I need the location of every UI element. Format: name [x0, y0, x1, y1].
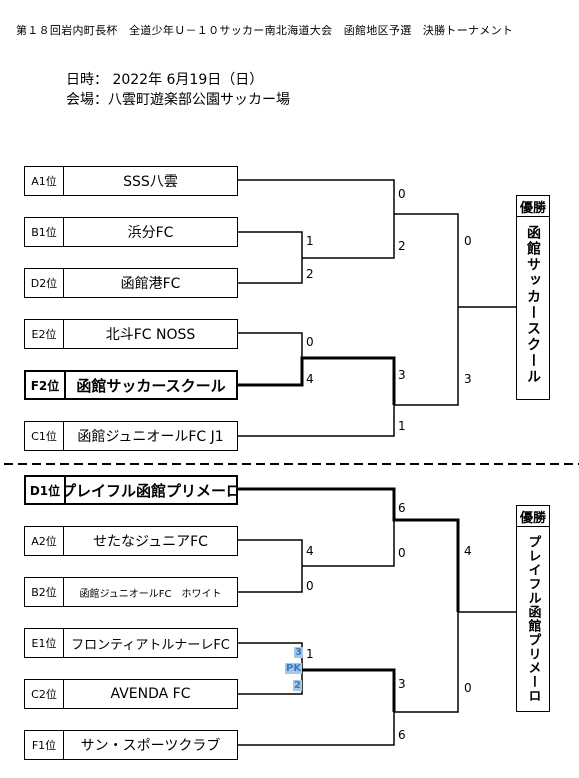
winner-path [238, 487, 460, 612]
bracket-line [238, 332, 303, 358]
team-rank: E1位 [25, 629, 64, 657]
team-rank: D1位 [26, 477, 66, 503]
match-score: 3 [398, 677, 406, 691]
match-score: 1 [398, 419, 406, 433]
bracket-line [238, 712, 395, 746]
match-score: 0 [464, 234, 472, 248]
match-score: 1 [306, 647, 314, 661]
team-rank: C2位 [25, 680, 64, 708]
match-score: 3 [398, 368, 406, 382]
team-rank: F1位 [25, 731, 64, 759]
team-slot: E1位 フロンティアトルナーレFC [24, 628, 238, 658]
team-name: せたなジュニアFC [93, 534, 208, 550]
match-score: 3 [464, 372, 472, 386]
bracket-line [238, 566, 303, 593]
bracket-line [238, 642, 303, 670]
bracket-line [394, 612, 459, 713]
bracket-line [238, 405, 395, 437]
bracket-line [238, 539, 303, 566]
bracket-line [302, 520, 395, 567]
match-score: 2 [306, 267, 314, 281]
match-score: 4 [306, 372, 314, 386]
match-score: 1 [306, 234, 314, 248]
match-score: 4 [306, 544, 314, 558]
tournament-title: 第１８回岩内町長杯 全道少年Ｕ－１０サッカー南北海道大会 函館地区予選 決勝トー… [16, 24, 514, 37]
bracket-line [394, 307, 459, 406]
bracket-line [238, 231, 303, 258]
bracket-line [238, 670, 303, 695]
match-score: 6 [398, 501, 406, 515]
match-score: 0 [398, 187, 406, 201]
match-score: 0 [306, 579, 314, 593]
team-rank: F2位 [26, 372, 66, 398]
team-name: 函館ジュニオールFC ホワイト [79, 588, 222, 600]
team-rank: D2位 [25, 269, 64, 297]
winner-path [302, 668, 396, 712]
team-slot: B2位 函館ジュニオールFC ホワイト [24, 577, 238, 607]
team-name: フロンティアトルナーレFC [71, 637, 230, 653]
team-rank: A2位 [25, 527, 64, 555]
winner-box: 優勝 プレイフル函館プリメーロ [516, 505, 550, 712]
team-slot: F1位 サン・スポーツクラブ [24, 730, 238, 760]
match-score: 0 [306, 335, 314, 349]
team-name: 函館ジュニオールFC J1 [77, 429, 224, 445]
team-rank: B1位 [25, 218, 64, 246]
bracket-line [238, 179, 395, 214]
team-name: 北斗FC NOSS [105, 327, 196, 343]
team-slot: B1位 浜分FC [24, 217, 238, 247]
winner-name: プレイフル函館プリメーロ [525, 535, 541, 703]
winner-label: 優勝 [517, 196, 549, 217]
match-score: 0 [398, 546, 406, 560]
match-score: 0 [464, 681, 472, 695]
team-name: プレイフル函館プリメーロ [66, 481, 236, 500]
team-rank: B2位 [25, 578, 64, 606]
bracket-line [238, 258, 303, 284]
team-slot-winner: F2位 函館サッカースクール [24, 370, 238, 400]
team-rank: E2位 [25, 320, 64, 348]
winner-name: 函館サッカースクール [525, 225, 541, 385]
match-score: 4 [464, 544, 472, 558]
bracket-line [394, 213, 459, 307]
pk-label: PK [285, 663, 303, 674]
winner-label: 優勝 [517, 506, 549, 527]
match-date: 日時： 2022年 6月19日（日） [66, 72, 264, 88]
team-slot: D2位 函館港FC [24, 268, 238, 298]
match-venue: 会場：八雲町遊楽部公園サッカー場 [66, 92, 290, 108]
match-score: 6 [398, 728, 406, 742]
winner-box: 優勝 函館サッカースクール [516, 195, 550, 400]
team-slot: A1位 SSS八雲 [24, 166, 238, 196]
winner-path [238, 356, 396, 405]
team-name: 函館サッカースクール [76, 376, 226, 395]
team-name: 函館港FC [120, 276, 181, 292]
bracket-line [302, 214, 395, 259]
pk-score: 3 [294, 647, 303, 658]
team-name: SSS八雲 [123, 174, 178, 190]
team-rank: C1位 [25, 422, 64, 450]
team-name: AVENDA FC [110, 686, 191, 702]
team-slot-winner: D1位 プレイフル函館プリメーロ [24, 475, 238, 505]
team-slot: C2位 AVENDA FC [24, 679, 238, 709]
team-rank: A1位 [25, 167, 64, 195]
team-name: 浜分FC [127, 225, 174, 241]
pk-score: 2 [293, 680, 302, 691]
team-name: サン・スポーツクラブ [80, 738, 221, 754]
team-slot: C1位 函館ジュニオールFC J1 [24, 421, 238, 451]
team-slot: A2位 せたなジュニアFC [24, 526, 238, 556]
match-score: 2 [398, 239, 406, 253]
team-slot: E2位 北斗FC NOSS [24, 319, 238, 349]
